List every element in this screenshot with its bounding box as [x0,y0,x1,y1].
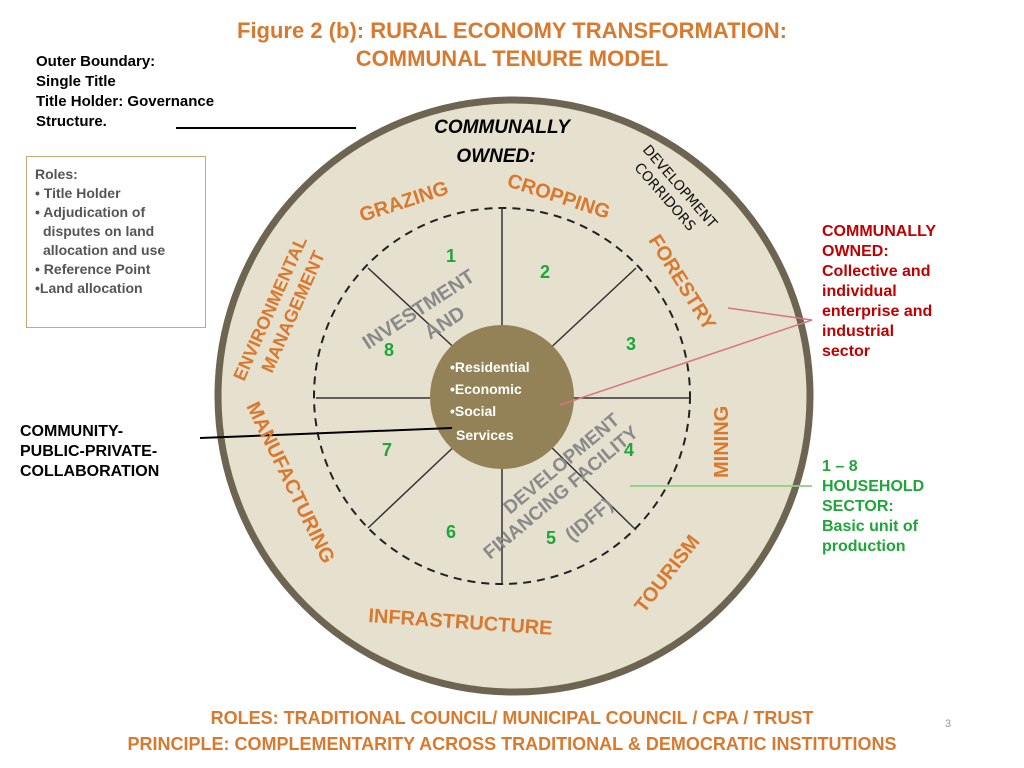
household-sector-label: 1 – 8 HOUSEHOLD SECTOR: Basic unit of pr… [822,457,1012,557]
outer-boundary-line: Single Title [36,73,116,90]
spoke [543,267,637,355]
center-line: •Residential [450,359,530,375]
figure-title-line2: COMMUNAL TENURE MODEL [355,46,669,71]
center-hub [430,325,574,469]
household-number-2: 2 [540,262,550,282]
red-connector-upper [727,307,813,321]
cpp-line: PUBLIC-PRIVATE- [20,443,158,460]
roles-item: •Land allocation [35,280,143,296]
red-line: COMMUNALLY [822,223,937,240]
household-number-7: 7 [382,440,392,460]
communal-enterprise-label: COMMUNALLY OWNED: Collective and individ… [822,222,1012,362]
roles-item: • Reference Point [35,261,151,277]
spoke [543,439,637,531]
red-connector-lower [559,319,813,406]
sector-mining: MINING [711,406,733,478]
roles-box: Roles: • Title Holder • Adjudication of … [26,156,206,328]
household-number-6: 6 [446,522,456,542]
outer-boundary-line: Title Holder: Governance [36,93,215,110]
outer-boundary-line: Structure. [36,113,107,130]
household-number-5: 5 [546,528,556,548]
green-line: Basic unit of [822,518,919,535]
red-line: Collective and [822,263,931,280]
red-line: individual [822,283,897,300]
red-line: sector [822,343,871,360]
center-line: Services [456,427,514,443]
communally-owned-label: COMMUNALLY [434,117,572,138]
household-numbers: 1 2 3 4 5 6 7 8 [382,246,636,548]
household-number-8: 8 [384,340,394,360]
green-line: production [822,538,906,555]
red-line: industrial [822,323,895,340]
red-line: OWNED: [822,243,889,260]
green-line: 1 – 8 [822,458,858,475]
center-line: •Economic [450,381,522,397]
cpp-line: COLLABORATION [20,463,160,480]
green-line: HOUSEHOLD [822,478,925,495]
roles-heading: Roles: [35,166,78,182]
center-services: •Residential •Economic •Social Services [450,359,530,443]
spokes [316,208,690,584]
figure-title-line1: Figure 2 (b): RURAL ECONOMY TRANSFORMATI… [237,18,787,43]
cpp-label: COMMUNITY- PUBLIC-PRIVATE- COLLABORATION [20,422,240,482]
roles-item: • Title Holder [35,185,121,201]
roles-item: allocation and use [43,242,166,258]
roles-item: • Adjudication of [35,204,146,220]
household-number-4: 4 [624,440,634,460]
center-line: •Social [450,403,496,419]
red-line: enterprise and [822,303,933,320]
cpp-line: COMMUNITY- [20,423,124,440]
outer-boundary-note: Outer Boundary: Single Title Title Holde… [36,52,214,132]
green-line: SECTOR: [822,498,894,515]
footer-principle: PRINCIPLE: COMPLEMENTARITY ACROSS TRADIT… [127,734,897,754]
spoke [367,267,462,355]
household-number-1: 1 [446,246,456,266]
household-number-3: 3 [626,334,636,354]
outer-boundary-line: Outer Boundary: [36,53,156,70]
footer-roles: ROLES: TRADITIONAL COUNCIL/ MUNICIPAL CO… [210,708,814,728]
page-number: 3 [945,718,952,730]
communally-owned-label: OWNED: [456,146,535,167]
cpp-connector [199,427,453,439]
roles-item: disputes on land [43,223,155,239]
spoke [367,439,462,529]
